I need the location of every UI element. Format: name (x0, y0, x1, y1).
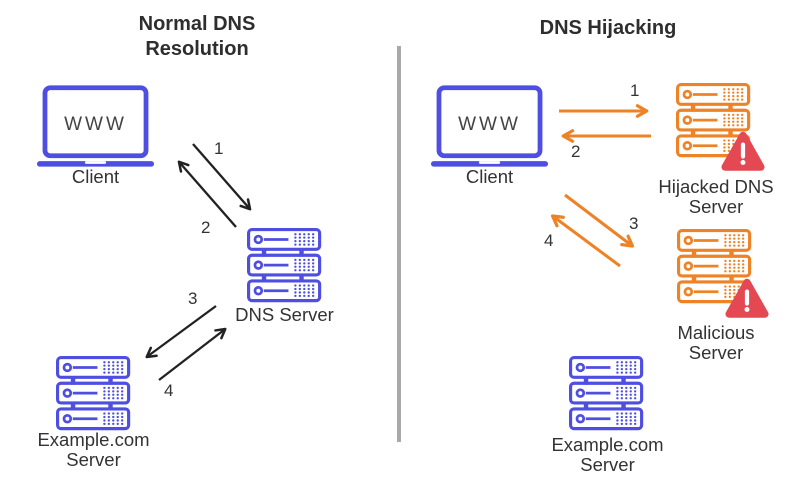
hijacked-label-line1: Hijacked DNS (658, 176, 774, 197)
left-arrow-4 (158, 327, 227, 381)
left-arrow-1-label: 1 (214, 139, 224, 158)
left-arrow-2-label: 2 (201, 218, 211, 237)
example-server-icon (56, 356, 131, 431)
left-arrow-3 (145, 305, 217, 359)
right-example-label-line2: Server (580, 454, 635, 475)
panel-divider (397, 46, 401, 442)
warning-icon (725, 277, 769, 319)
example-server-label-line2: Server (66, 449, 121, 470)
example-server-icon (569, 356, 644, 431)
example-server-label-line1: Example.com (37, 429, 150, 450)
warning-icon (721, 130, 765, 172)
right-client-label: Client (465, 166, 514, 187)
left-client-screen-text: WWW (64, 114, 127, 135)
left-client-label: Client (71, 166, 120, 187)
right-arrow-3-label: 3 (629, 214, 639, 233)
dns-server-label: DNS Server (235, 304, 334, 325)
right-panel-title: DNS Hijacking (539, 17, 677, 39)
hijacked-dns-server-label: Hijacked DNS Server (646, 177, 786, 217)
left-panel-title: Normal DNS Resolution (87, 12, 307, 62)
malicious-server-label: Malicious Server (656, 323, 776, 363)
right-client-screen-text: WWW (458, 114, 521, 135)
hijacked-label-line2: Server (688, 196, 744, 217)
right-example-server-label: Example.com Server (547, 435, 668, 475)
example-server-label: Example.com Server (33, 430, 154, 470)
right-arrow-4 (550, 214, 621, 268)
dns-server-icon (247, 228, 322, 303)
left-arrow-3-label: 3 (188, 289, 198, 308)
right-arrow-2-label: 2 (571, 142, 581, 161)
left-title-line1: Normal DNS (138, 13, 256, 35)
right-arrow-1-label: 1 (630, 81, 640, 100)
malicious-label-line2: Server (688, 342, 744, 363)
left-arrow-4-label: 4 (164, 381, 174, 400)
malicious-label-line1: Malicious (677, 322, 755, 343)
right-example-label-line1: Example.com (551, 434, 664, 455)
right-arrow-3 (564, 193, 635, 248)
left-title-line2: Resolution (145, 38, 249, 60)
right-arrow-4-label: 4 (544, 231, 554, 250)
